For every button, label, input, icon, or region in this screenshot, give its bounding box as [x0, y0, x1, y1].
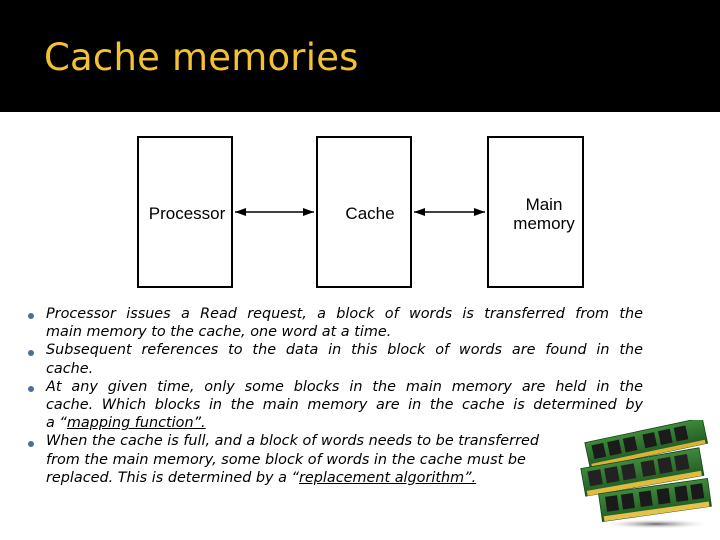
cache-diagram: Processor Cache Main memory — [137, 136, 594, 288]
slide-title: Cache memories — [44, 36, 359, 79]
processor-label: Processor — [148, 204, 226, 223]
processor-box — [137, 136, 233, 288]
arrowhead-left-1 — [235, 208, 246, 216]
arrowhead-right-1 — [303, 208, 314, 216]
bullet-3-line-3-prefix: a “ — [46, 415, 67, 432]
replacement-algorithm-term: replacement algorithm”. — [299, 469, 477, 486]
bullet-2-line-2: cache. — [46, 360, 94, 377]
arrowhead-left-2 — [414, 208, 425, 216]
cache-box — [316, 136, 412, 288]
bullet-3-line-1: At any given time, only some blocks in t… — [46, 378, 643, 395]
bullet-1-line-2: main memory to the cache, one word at a … — [46, 324, 392, 341]
bullet-2-line-1: Subsequent references to the data in thi… — [46, 342, 643, 359]
arrowhead-right-2 — [474, 208, 485, 216]
bullet-marker — [28, 440, 34, 447]
bullet-4-line-2: from the main memory, some block of word… — [46, 451, 526, 468]
main-memory-label: Main memory — [494, 195, 594, 233]
bullet-marker — [28, 313, 34, 319]
bullet-4-line-3: replaced. This is determined by a “repla… — [46, 469, 476, 487]
main-memory-label-line2: memory — [513, 214, 575, 233]
cache-label: Cache — [345, 204, 395, 223]
main-memory-box — [487, 136, 584, 288]
bullet-3-line-2: cache. Which blocks in the main memory a… — [46, 397, 643, 413]
bullet-1-line-1: Processor issues a Read request, a block… — [46, 306, 643, 322]
bullet-marker — [28, 386, 34, 392]
bullet-3-line-3: a “mapping function”. — [46, 414, 206, 432]
mapping-function-term: mapping function”. — [66, 415, 206, 432]
bullet-4-line-1: When the cache is full, and a block of w… — [46, 433, 539, 450]
bullet-4-line-3-prefix: replaced. This is determined by a “ — [46, 469, 299, 486]
title-bar: Cache memories — [0, 0, 720, 112]
main-memory-label-line1: Main — [525, 195, 563, 214]
memory-module-icon — [580, 420, 712, 529]
connector-arrows — [235, 208, 485, 216]
bullet-marker — [28, 349, 34, 356]
